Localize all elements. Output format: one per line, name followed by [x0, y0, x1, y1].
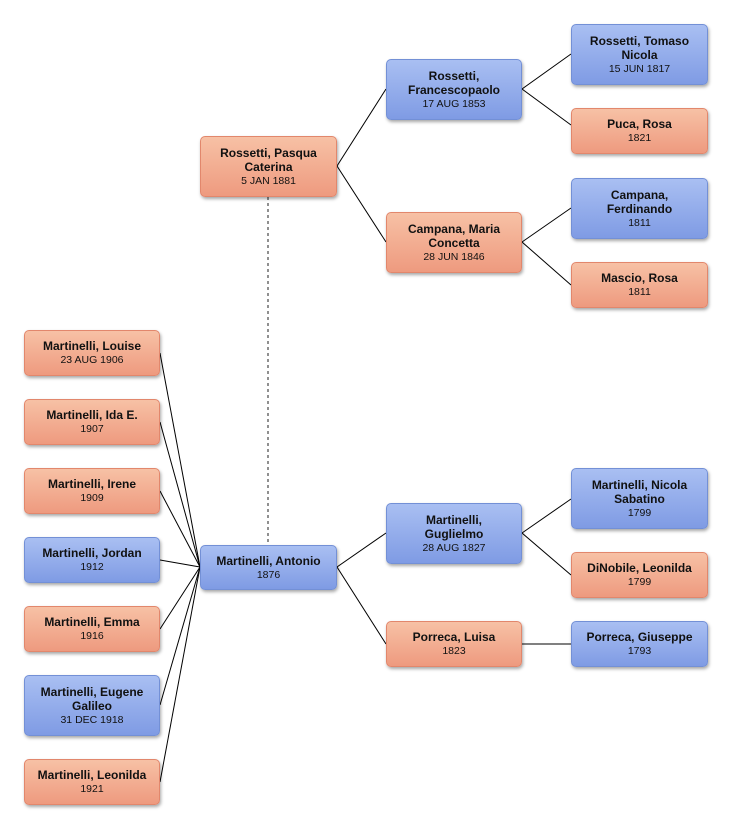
person-rossetti-francescopaolo[interactable]: Rossetti, Francescopaolo 17 AUG 1853	[386, 59, 522, 120]
parent-connector-martinelli-guglielmo	[521, 498, 572, 576]
person-date: 1912	[80, 561, 104, 573]
person-martinelli-nicola-sabatino[interactable]: Martinelli, Nicola Sabatino 1799	[571, 468, 708, 529]
child-connector-emma	[159, 566, 201, 630]
person-rossetti-pasqua-caterina[interactable]: Rossetti, Pasqua Caterina 5 JAN 1881	[200, 136, 337, 197]
person-name: Martinelli, Jordan	[42, 546, 142, 560]
person-name: Puca, Rosa	[607, 117, 672, 131]
person-date: 15 JUN 1817	[608, 62, 671, 75]
parent-connector-martinelli-antonio	[336, 532, 387, 645]
person-name: Martinelli, Guglielmo	[424, 512, 484, 541]
person-date: 17 AUG 1853	[422, 97, 486, 110]
person-martinelli-guglielmo[interactable]: Martinelli, Guglielmo 28 AUG 1827	[386, 503, 522, 564]
person-date: 1799	[627, 576, 652, 588]
person-date: 1811	[628, 216, 651, 229]
parent-connector-campana-maria	[521, 207, 572, 286]
person-name: Martinelli, Ida E.	[46, 408, 138, 422]
child-martinelli-jordan[interactable]: Martinelli, Jordan 1912	[24, 537, 160, 583]
child-martinelli-irene[interactable]: Martinelli, Irene 1909	[24, 468, 160, 514]
person-date: 1921	[80, 783, 104, 795]
child-martinelli-eugene-galileo[interactable]: Martinelli, Eugene Galileo 31 DEC 1918	[24, 675, 160, 736]
person-name: Porreca, Luisa	[412, 630, 496, 644]
person-date: 31 DEC 1918	[60, 713, 124, 726]
person-date: 1907	[80, 423, 104, 435]
person-campana-ferdinando[interactable]: Campana, Ferdinando 1811	[571, 178, 708, 239]
person-porreca-luisa[interactable]: Porreca, Luisa 1823	[386, 621, 522, 667]
person-date: 1876	[256, 568, 281, 581]
person-date: 1811	[628, 286, 651, 298]
child-martinelli-ida[interactable]: Martinelli, Ida E. 1907	[24, 399, 160, 445]
child-connector-leonilda	[159, 566, 201, 783]
person-date: 1821	[627, 132, 652, 144]
person-name: Martinelli, Irene	[47, 477, 137, 491]
person-porreca-giuseppe[interactable]: Porreca, Giuseppe 1793	[571, 621, 708, 667]
person-date: 1799	[627, 506, 652, 519]
person-name: Martinelli, Antonio	[216, 553, 321, 568]
parent-connector-rossetti-pasqua	[336, 88, 387, 243]
child-martinelli-emma[interactable]: Martinelli, Emma 1916	[24, 606, 160, 652]
child-martinelli-leonilda[interactable]: Martinelli, Leonilda 1921	[24, 759, 160, 805]
person-mascio-rosa[interactable]: Mascio, Rosa 1811	[571, 262, 708, 308]
person-name: Mascio, Rosa	[601, 271, 678, 285]
person-name: DiNobile, Leonilda	[587, 561, 692, 575]
person-martinelli-antonio[interactable]: Martinelli, Antonio 1876	[200, 545, 337, 590]
person-name: Campana, Ferdinando	[606, 187, 673, 216]
child-connector-irene	[159, 490, 201, 568]
person-name: Porreca, Giuseppe	[586, 630, 693, 644]
person-date: 5 JAN 1881	[241, 174, 296, 187]
person-name: Campana, Maria Concetta	[407, 221, 501, 250]
child-connector-eugene	[159, 566, 201, 706]
person-name: Rossetti, Francescopaolo	[407, 68, 501, 97]
person-name: Rossetti, Pasqua Caterina	[220, 145, 317, 174]
person-date: 28 AUG 1827	[422, 541, 486, 554]
child-connector-louise	[159, 352, 201, 568]
person-name: Rossetti, Tomaso Nicola	[589, 33, 690, 62]
person-name: Martinelli, Emma	[44, 615, 140, 629]
person-name: Martinelli, Nicola Sabatino	[591, 477, 688, 506]
person-name: Martinelli, Leonilda	[37, 768, 147, 782]
person-rossetti-tomaso-nicola[interactable]: Rossetti, Tomaso Nicola 15 JUN 1817	[571, 24, 708, 85]
child-connector-ida	[159, 421, 201, 568]
person-puca-rosa[interactable]: Puca, Rosa 1821	[571, 108, 708, 154]
parent-connector-rossetti-francescopaolo	[521, 53, 572, 126]
child-martinelli-louise[interactable]: Martinelli, Louise 23 AUG 1906	[24, 330, 160, 376]
person-name: Martinelli, Eugene Galileo	[40, 684, 144, 713]
person-date: 1823	[442, 645, 466, 657]
person-date: 23 AUG 1906	[60, 354, 124, 366]
person-date: 1916	[80, 630, 104, 642]
person-date: 28 JUN 1846	[423, 250, 485, 263]
person-date: 1909	[80, 492, 104, 504]
person-name: Martinelli, Louise	[42, 339, 141, 353]
child-connector-jordan	[159, 559, 201, 568]
person-dinobile-leonilda[interactable]: DiNobile, Leonilda 1799	[571, 552, 708, 598]
person-date: 1793	[627, 645, 652, 657]
person-campana-maria-concetta[interactable]: Campana, Maria Concetta 28 JUN 1846	[386, 212, 522, 273]
